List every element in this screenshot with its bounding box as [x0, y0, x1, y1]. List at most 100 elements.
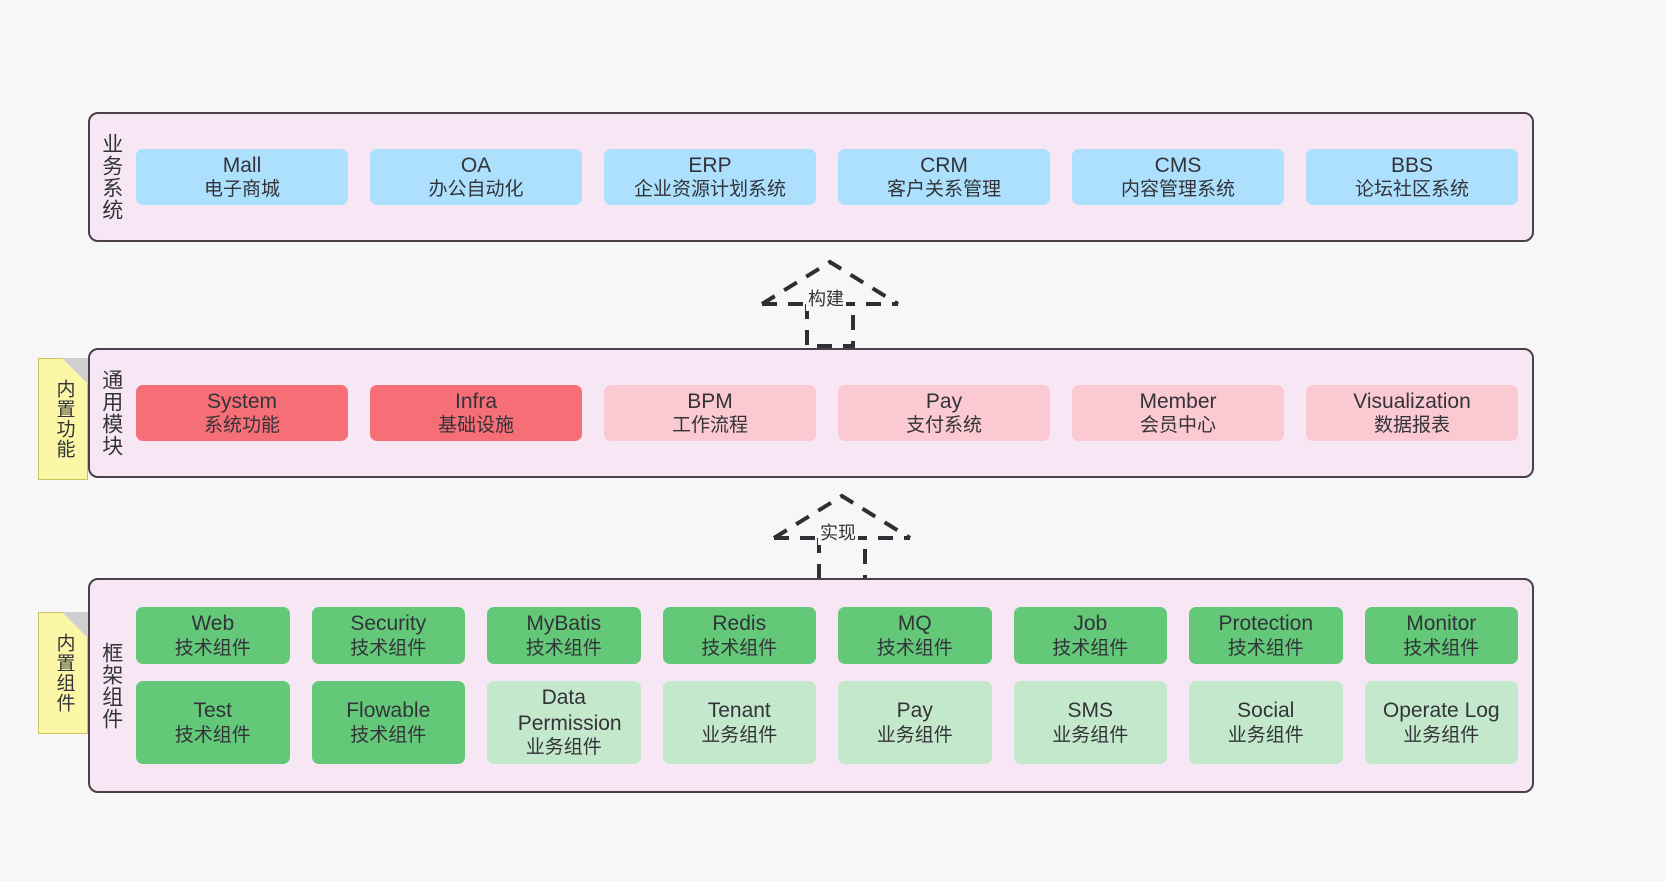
- module-name-cn: 工作流程: [671, 415, 748, 437]
- module-name-en: Member: [1139, 389, 1217, 413]
- module-name-cn: 办公自动化: [428, 179, 524, 201]
- layer-row: Mall 电子商城 OA 办公自动化 ERP 企业资源计划系统 CRM 客户关系…: [136, 148, 1518, 206]
- layer-body-framework-component: Web 技术组件 Security 技术组件 MyBatis 技术组件 Redi…: [132, 580, 1532, 791]
- module-name-cn: 系统功能: [203, 415, 280, 437]
- component-name-en: Flowable: [346, 698, 431, 722]
- layer-framework-component: 框架组件 Web 技术组件 Security 技术组件 MyBatis 技术组件…: [88, 578, 1534, 793]
- component-card-operate-log[interactable]: Operate Log 业务组件: [1364, 681, 1518, 764]
- module-card-erp[interactable]: ERP 企业资源计划系统: [604, 148, 816, 206]
- component-card-monitor[interactable]: Monitor 技术组件: [1364, 607, 1518, 665]
- component-name-en: MQ: [897, 612, 932, 636]
- component-card-sms[interactable]: SMS 业务组件: [1013, 681, 1167, 764]
- layer-body-business-system: Mall 电子商城 OA 办公自动化 ERP 企业资源计划系统 CRM 客户关系…: [132, 114, 1532, 240]
- module-name-en: Mall: [222, 153, 262, 177]
- arrow-implement: 实现: [772, 492, 912, 582]
- module-name-cn: 电子商城: [203, 179, 280, 201]
- component-name-en: Data Permission: [517, 686, 622, 735]
- module-name-cn: 内容管理系统: [1120, 179, 1235, 201]
- module-name-en: CRM: [920, 153, 968, 177]
- component-type-cn: 技术组件: [1227, 638, 1304, 660]
- module-card-crm[interactable]: CRM 客户关系管理: [838, 148, 1050, 206]
- module-name-en: Pay: [925, 389, 963, 413]
- component-name-en: Web: [191, 612, 235, 636]
- module-name-en: Visualization: [1353, 389, 1471, 413]
- component-card-social[interactable]: Social 业务组件: [1189, 681, 1343, 764]
- module-card-cms[interactable]: CMS 内容管理系统: [1072, 148, 1284, 206]
- component-type-cn: 技术组件: [525, 638, 602, 660]
- component-type-cn: 技术组件: [701, 638, 778, 660]
- layer-business-system: 业务系统 Mall 电子商城 OA 办公自动化 ERP 企业资源计划系统 CRM…: [88, 112, 1534, 242]
- component-type-cn: 技术组件: [350, 724, 427, 746]
- sticky-note-label: 内置功能: [53, 379, 75, 459]
- sticky-note-builtin-component: 内置组件: [38, 612, 88, 734]
- component-name-en: Pay: [896, 698, 933, 722]
- component-card-mq[interactable]: MQ 技术组件: [838, 607, 992, 665]
- component-type-cn: 业务组件: [1403, 724, 1480, 746]
- component-name-en: Operate Log: [1382, 698, 1500, 722]
- component-type-cn: 业务组件: [525, 737, 602, 759]
- arrow-build: 构建: [760, 258, 900, 348]
- module-name-en: BBS: [1390, 153, 1434, 177]
- component-name-en: Tenant: [707, 698, 771, 722]
- component-name-en: Redis: [712, 612, 767, 636]
- module-name-cn: 论坛社区系统: [1354, 179, 1469, 201]
- arrow-head-triangle: [760, 259, 900, 306]
- component-card-security[interactable]: Security 技术组件: [311, 607, 465, 665]
- layer-title-business-system: 业务系统: [99, 133, 123, 221]
- arrow-label-build: 构建: [806, 285, 846, 311]
- layer-common-module: 通用模块 System 系统功能 Infra 基础设施 BPM 工作流程 Pay…: [88, 348, 1534, 478]
- module-name-cn: 基础设施: [437, 415, 514, 437]
- module-card-oa[interactable]: OA 办公自动化: [370, 148, 582, 206]
- component-name-en: SMS: [1067, 698, 1113, 722]
- component-type-cn: 技术组件: [350, 638, 427, 660]
- module-name-cn: 会员中心: [1139, 415, 1216, 437]
- component-card-redis[interactable]: Redis 技术组件: [662, 607, 816, 665]
- component-name-en: Test: [193, 698, 232, 722]
- component-card-data-permission[interactable]: Data Permission 业务组件: [487, 681, 641, 764]
- module-name-cn: 数据报表: [1373, 415, 1450, 437]
- component-type-cn: 业务组件: [1227, 724, 1304, 746]
- module-card-bpm[interactable]: BPM 工作流程: [604, 384, 816, 442]
- module-card-infra[interactable]: Infra 基础设施: [370, 384, 582, 442]
- module-name-en: Infra: [454, 389, 498, 413]
- layer-row: Web 技术组件 Security 技术组件 MyBatis 技术组件 Redi…: [136, 607, 1518, 665]
- module-name-en: ERP: [688, 153, 732, 177]
- component-card-test[interactable]: Test 技术组件: [136, 681, 290, 764]
- module-name-en: BPM: [687, 389, 733, 413]
- component-type-cn: 业务组件: [1052, 724, 1129, 746]
- component-card-protection[interactable]: Protection 技术组件: [1189, 607, 1343, 665]
- module-card-system[interactable]: System 系统功能: [136, 384, 348, 442]
- component-name-en: Job: [1073, 612, 1108, 636]
- component-name-en: Monitor: [1406, 612, 1477, 636]
- module-card-member[interactable]: Member 会员中心: [1072, 384, 1284, 442]
- component-card-pay[interactable]: Pay 业务组件: [838, 681, 992, 764]
- module-name-cn: 企业资源计划系统: [633, 179, 786, 201]
- module-card-pay[interactable]: Pay 支付系统: [838, 384, 1050, 442]
- component-card-mybatis[interactable]: MyBatis 技术组件: [487, 607, 641, 665]
- module-card-visualization[interactable]: Visualization 数据报表: [1306, 384, 1518, 442]
- layer-row: System 系统功能 Infra 基础设施 BPM 工作流程 Pay 支付系统…: [136, 384, 1518, 442]
- component-card-tenant[interactable]: Tenant 业务组件: [662, 681, 816, 764]
- module-name-en: System: [206, 389, 277, 413]
- component-name-en: Protection: [1218, 612, 1314, 636]
- arrow-label-implement: 实现: [818, 519, 858, 545]
- component-type-cn: 技术组件: [174, 638, 251, 660]
- module-card-bbs[interactable]: BBS 论坛社区系统: [1306, 148, 1518, 206]
- component-card-job[interactable]: Job 技术组件: [1013, 607, 1167, 665]
- component-type-cn: 技术组件: [1403, 638, 1480, 660]
- module-name-cn: 客户关系管理: [886, 179, 1001, 201]
- component-card-web[interactable]: Web 技术组件: [136, 607, 290, 665]
- component-name-en: MyBatis: [526, 612, 602, 636]
- sticky-note-label: 内置组件: [53, 633, 75, 713]
- layer-title-common-module: 通用模块: [99, 369, 123, 457]
- module-name-en: OA: [460, 153, 492, 177]
- module-name-cn: 支付系统: [905, 415, 982, 437]
- sticky-note-builtin-feature: 内置功能: [38, 358, 88, 480]
- component-name-en: Security: [350, 612, 427, 636]
- component-name-en: Social: [1237, 698, 1295, 722]
- component-card-flowable[interactable]: Flowable 技术组件: [311, 681, 465, 764]
- module-name-en: CMS: [1154, 153, 1202, 177]
- module-card-mall[interactable]: Mall 电子商城: [136, 148, 348, 206]
- component-type-cn: 技术组件: [1052, 638, 1129, 660]
